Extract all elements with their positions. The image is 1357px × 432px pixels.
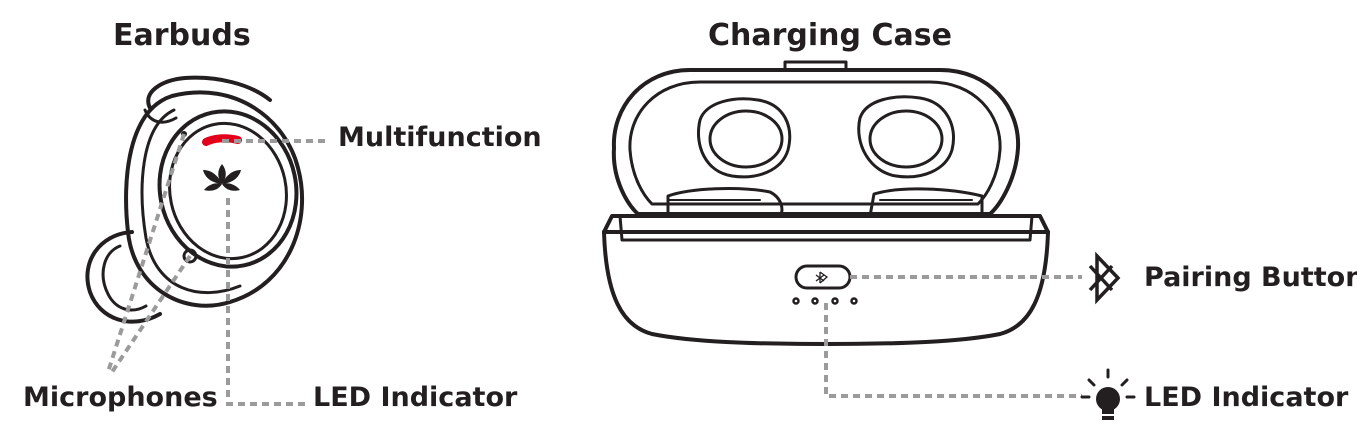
earbuds-title: Earbuds — [113, 18, 251, 53]
pairing-button-label: Pairing Button — [1144, 262, 1357, 293]
case-led-indicator-label: LED Indicator — [1144, 382, 1349, 413]
case-led-dots — [792, 297, 858, 305]
earbud-ear-tip — [85, 230, 162, 324]
microphone-leader-top — [106, 133, 186, 373]
case-led-dot — [811, 297, 819, 305]
charging-case-title: Charging Case — [708, 18, 952, 53]
case-led-dot — [831, 297, 839, 305]
bluetooth-mini-icon — [815, 271, 829, 284]
lightbulb-icon — [1080, 368, 1136, 420]
case-leader-lines — [824, 275, 1082, 398]
earbud-leader-lines — [106, 133, 330, 406]
earbud-wing — [146, 75, 272, 110]
microphones-label: Microphones — [23, 382, 218, 413]
lid-cavity-left — [697, 97, 792, 179]
case-led-dot — [850, 297, 858, 305]
pairing-button-shape — [794, 264, 852, 290]
microphone-leader-bottom — [110, 254, 192, 374]
case-led-dot — [792, 297, 800, 305]
earbud-mic-bottom — [182, 248, 198, 264]
earbud-led-leader — [226, 198, 306, 406]
multifunction-label: Multifunction — [338, 122, 542, 153]
charging-case-illustration — [602, 60, 1050, 346]
earbud-body — [124, 90, 305, 308]
lid-cavity-right — [857, 95, 955, 179]
bluetooth-icon — [1088, 251, 1121, 305]
base-seat-right — [868, 187, 984, 218]
leaf-logo-icon — [203, 164, 241, 191]
earbud-led-indicator-label: LED Indicator — [313, 382, 518, 413]
base-seat-left — [666, 187, 784, 218]
earbud-illustration — [85, 75, 305, 324]
case-led-leader — [824, 303, 1082, 398]
